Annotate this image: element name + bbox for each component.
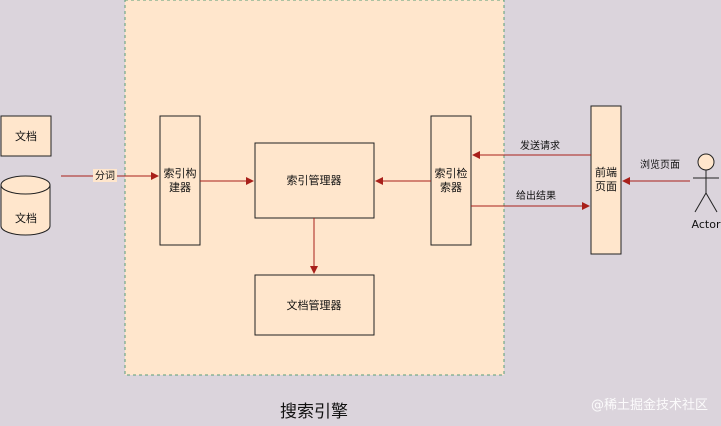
document-database xyxy=(0,175,51,236)
document-box-label: 文档 xyxy=(15,129,37,143)
actor-icon xyxy=(693,153,719,213)
document-database-label: 文档 xyxy=(15,211,37,225)
frontend-page-label-line2: 页面 xyxy=(595,180,617,193)
edge-tokenize-label-bg xyxy=(93,169,117,182)
document-box xyxy=(0,115,52,157)
watermark-text: @稀土掘金技术社区 xyxy=(591,397,708,413)
document-manager-box xyxy=(254,274,375,336)
edge-browse-label: 浏览页面 xyxy=(640,158,680,171)
edge-tokenize-label: 分词 xyxy=(95,170,115,182)
frontend-page-label-line1: 前端 xyxy=(595,165,617,179)
index-retriever-label-line2: 索器 xyxy=(440,180,462,194)
frontend-page-box xyxy=(590,105,622,255)
index-manager-label: 索引管理器 xyxy=(287,173,342,187)
index-builder-box xyxy=(159,115,201,246)
index-builder-label-line2: 建器 xyxy=(169,180,191,194)
edge-return-result-label: 给出结果 xyxy=(516,189,556,202)
index-builder-label-line1: 索引构 xyxy=(164,166,197,180)
document-manager-label: 文档管理器 xyxy=(287,298,342,312)
actor-label: Actor xyxy=(692,218,721,231)
index-retriever-label-line1: 索引检 xyxy=(435,166,468,180)
edge-send-request-label: 发送请求 xyxy=(520,139,560,152)
diagram-title: 搜索引擎 xyxy=(280,402,348,422)
index-manager-box xyxy=(254,142,375,219)
